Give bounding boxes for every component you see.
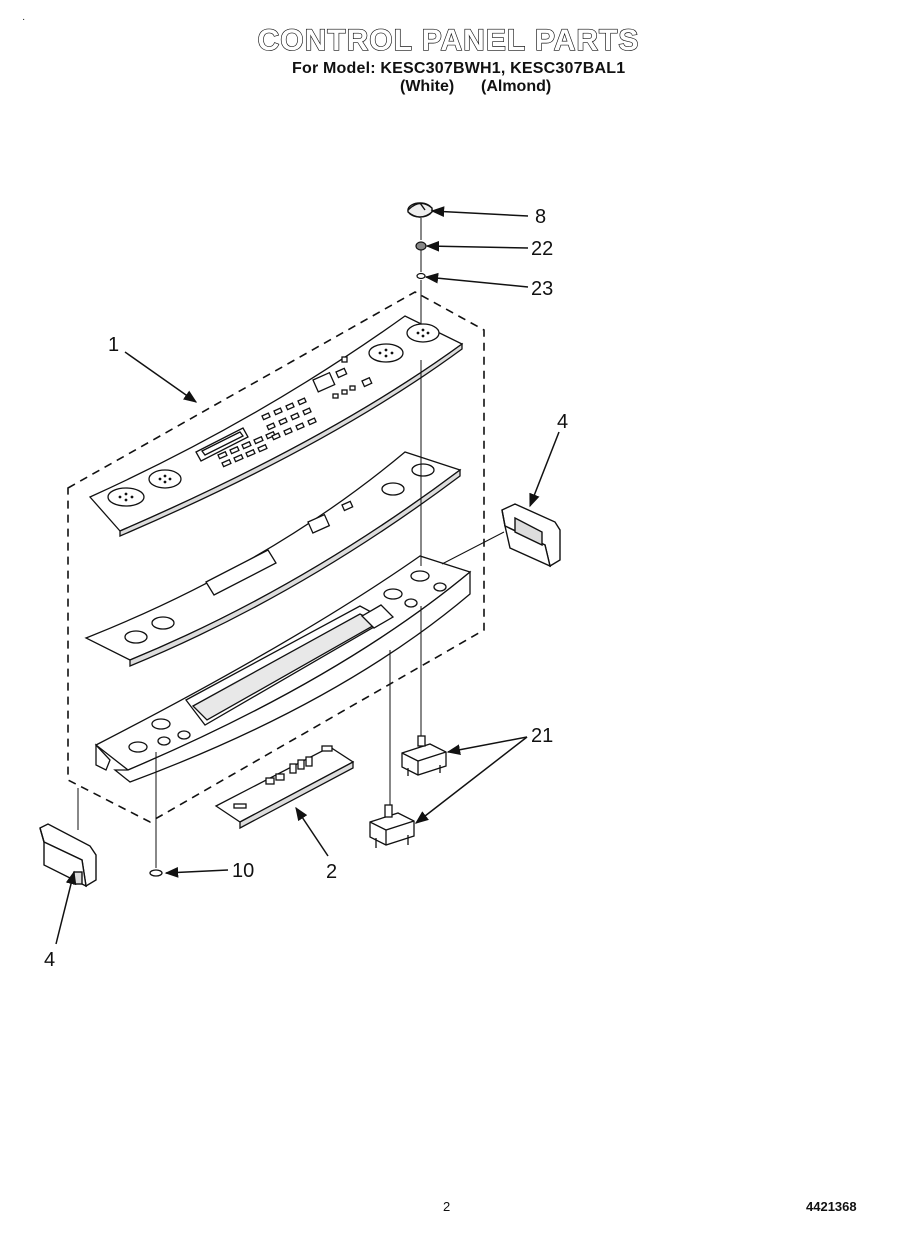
callout-10: 10 xyxy=(232,860,254,882)
switch-upper xyxy=(401,735,447,776)
callout-23: 23 xyxy=(531,278,553,300)
end-cap-right xyxy=(501,503,561,568)
callout-4-left: 4 xyxy=(44,949,55,971)
panel-spacer xyxy=(84,451,462,667)
end-cap-left xyxy=(39,823,97,888)
switch-lower xyxy=(369,804,415,848)
circuit-board xyxy=(214,745,355,830)
corner-mark: · xyxy=(22,14,26,25)
nut xyxy=(415,241,427,251)
callout-22: 22 xyxy=(531,238,553,260)
callout-8: 8 xyxy=(535,206,546,228)
variant-white: (White) xyxy=(400,78,455,95)
callout-4-right: 4 xyxy=(557,411,568,433)
knob xyxy=(407,202,433,218)
assembly-outline xyxy=(67,291,485,823)
leader-arrows xyxy=(55,206,560,945)
callout-21: 21 xyxy=(531,725,553,747)
control-panel-housing xyxy=(94,555,472,783)
washer-top xyxy=(416,272,426,280)
model-subtitle: For Model: KESC307BWH1, KESC307BAL1 xyxy=(292,60,626,77)
washer-bottom xyxy=(149,869,163,877)
control-panel-overlay xyxy=(88,315,464,537)
callout-1: 1 xyxy=(108,334,119,356)
callout-2: 2 xyxy=(326,861,337,883)
page-number: 2 xyxy=(443,1199,451,1214)
alignment-lines xyxy=(77,218,505,868)
document-number: 4421368 xyxy=(806,1199,857,1214)
page-title: CONTROL PANEL PARTS xyxy=(257,23,640,57)
variant-almond: (Almond) xyxy=(481,78,552,95)
